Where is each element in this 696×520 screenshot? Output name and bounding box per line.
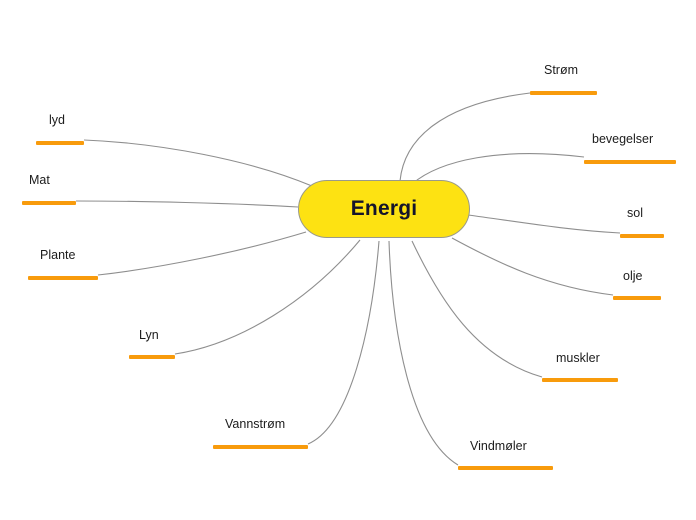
branch-underline-muskler — [542, 378, 618, 382]
branch-edge-mat — [75, 200, 299, 208]
branch-label-vannstrom[interactable]: Vannstrøm — [225, 417, 286, 431]
branch-underline-vindmoler — [458, 466, 553, 470]
branch-label-olje[interactable]: olje — [623, 269, 643, 283]
branch-edge-sol — [467, 214, 621, 234]
branch-label-vindmoler[interactable]: Vindmøler — [470, 439, 527, 453]
branch-underline-sol — [620, 234, 664, 238]
branch-label-strom[interactable]: Strøm — [544, 63, 579, 77]
branch-underline-strom — [530, 91, 597, 95]
branch-underline-lyn — [129, 355, 175, 359]
branch-underline-plante — [28, 276, 98, 280]
branch-label-bevegelser[interactable]: bevegelser — [592, 132, 654, 146]
branch-edge-lyn — [174, 239, 361, 355]
branch-edge-plante — [97, 231, 307, 276]
branch-underline-bevegelser — [584, 160, 676, 164]
branch-edge-vannstrom — [307, 240, 380, 445]
branch-label-sol[interactable]: sol — [627, 206, 643, 220]
branch-label-lyn[interactable]: Lyn — [139, 328, 159, 342]
branch-underline-mat — [22, 201, 76, 205]
root-node-label: Energi — [350, 197, 418, 220]
branch-edge-strom — [399, 92, 531, 182]
branch-underline-vannstrom — [213, 445, 308, 449]
root-node-energi[interactable]: Energi — [298, 180, 470, 238]
branch-label-muskler[interactable]: muskler — [556, 351, 600, 365]
branch-label-plante[interactable]: Plante — [40, 248, 76, 262]
branch-edge-olje — [451, 237, 614, 296]
branch-underline-lyd — [36, 141, 84, 145]
branch-edge-vindmoler — [388, 240, 459, 466]
branch-label-lyd[interactable]: lyd — [49, 113, 65, 127]
branch-label-mat[interactable]: Mat — [29, 173, 50, 187]
branch-underline-olje — [613, 296, 661, 300]
branch-edge-lyd — [83, 139, 313, 187]
branch-edge-muskler — [411, 240, 543, 378]
